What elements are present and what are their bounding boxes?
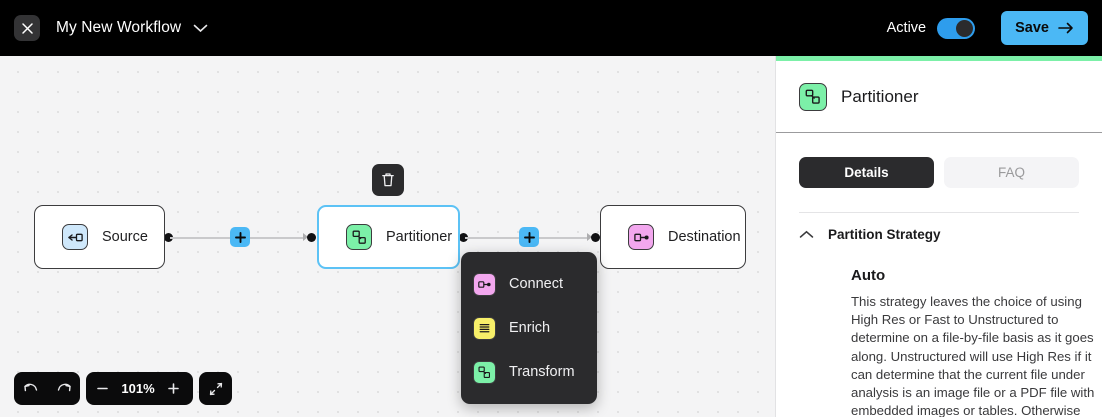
- fit-view-controls: [199, 372, 232, 405]
- plus-icon: [168, 383, 179, 394]
- zoom-out-button[interactable]: [86, 372, 119, 405]
- node-source-label: Source: [102, 229, 148, 245]
- workflow-canvas[interactable]: Source Partitioner Destina: [0, 56, 775, 417]
- menu-item-connect-label: Connect: [509, 276, 564, 292]
- active-toggle[interactable]: [937, 17, 976, 39]
- strategy-name: Auto: [851, 267, 886, 284]
- node-details-panel: Partitioner Details FAQ Partition Strate…: [775, 56, 1102, 417]
- destination-box-to-arrow-icon: [628, 224, 654, 250]
- panel-tabs: Details FAQ: [776, 133, 1102, 188]
- node-type-menu[interactable]: Connect Enrich Transform: [461, 252, 597, 404]
- minus-icon: [97, 387, 108, 390]
- fit-to-screen-icon: [209, 382, 222, 395]
- delete-node-button[interactable]: [372, 164, 404, 196]
- arrow-right-icon: [1058, 22, 1073, 34]
- node-partitioner-label: Partitioner: [386, 229, 453, 245]
- plus-icon: [234, 231, 246, 243]
- workflow-title: My New Workflow: [56, 19, 182, 36]
- menu-item-transform[interactable]: Transform: [461, 350, 597, 394]
- zoom-controls: 101%: [86, 372, 193, 405]
- close-workflow-button[interactable]: [14, 15, 40, 41]
- workflow-title-dropdown-button[interactable]: [193, 24, 208, 33]
- menu-item-transform-label: Transform: [509, 364, 575, 380]
- chevron-down-icon: [193, 24, 208, 32]
- enrich-lines-icon: [473, 316, 496, 340]
- partitioner-input-port[interactable]: [307, 233, 316, 242]
- redo-button[interactable]: [47, 372, 80, 405]
- trash-icon: [382, 173, 394, 187]
- node-partitioner[interactable]: Partitioner: [317, 205, 460, 269]
- panel-accent-bar: [776, 56, 1102, 61]
- history-controls: [14, 372, 80, 405]
- plus-icon: [523, 231, 535, 243]
- toggle-knob: [956, 19, 974, 37]
- tab-details[interactable]: Details: [799, 157, 934, 188]
- undo-arrow-icon: [23, 383, 37, 392]
- add-node-between-source-partitioner-button[interactable]: [230, 227, 250, 247]
- connect-icon: [473, 272, 496, 296]
- menu-item-connect[interactable]: Connect: [461, 262, 597, 306]
- transform-split-squares-icon: [473, 360, 496, 384]
- panel-title: Partitioner: [841, 86, 919, 106]
- source-arrow-into-box-icon: [62, 224, 88, 250]
- undo-button[interactable]: [14, 372, 47, 405]
- strategy-description: This strategy leaves the choice of using…: [851, 294, 1095, 417]
- partition-strategy-title: Partition Strategy: [828, 227, 941, 242]
- destination-input-port[interactable]: [591, 233, 600, 242]
- partition-strategy-section-header[interactable]: Partition Strategy: [776, 213, 1102, 242]
- top-bar-actions: Active Save: [887, 11, 1102, 45]
- node-destination-label: Destination: [668, 229, 741, 245]
- zoom-level-label: 101%: [121, 381, 155, 396]
- node-source[interactable]: Source: [34, 205, 165, 269]
- menu-item-enrich-label: Enrich: [509, 320, 551, 336]
- source-output-port[interactable]: [164, 233, 173, 242]
- node-destination[interactable]: Destination: [600, 205, 746, 269]
- top-bar: My New Workflow Active Save: [0, 0, 1102, 56]
- save-button-label: Save: [1015, 20, 1049, 36]
- panel-header: Partitioner: [776, 61, 1102, 133]
- close-icon: [21, 22, 33, 34]
- tab-faq[interactable]: FAQ: [944, 157, 1079, 188]
- fit-to-screen-button[interactable]: [199, 372, 232, 405]
- edge-arrowhead: [303, 233, 308, 241]
- zoom-in-button[interactable]: [157, 372, 190, 405]
- partitioner-output-port[interactable]: [459, 233, 468, 242]
- partition-split-squares-icon: [346, 224, 372, 250]
- edge-arrowhead: [587, 233, 592, 241]
- menu-item-enrich[interactable]: Enrich: [461, 306, 597, 350]
- redo-arrow-icon: [57, 383, 71, 392]
- chevron-up-icon: [799, 230, 814, 238]
- panel-divider: [799, 212, 1079, 213]
- partition-split-squares-icon: [799, 82, 827, 111]
- save-button[interactable]: Save: [1001, 11, 1088, 45]
- add-node-between-partitioner-destination-button[interactable]: [519, 227, 539, 247]
- active-toggle-label: Active: [886, 20, 927, 36]
